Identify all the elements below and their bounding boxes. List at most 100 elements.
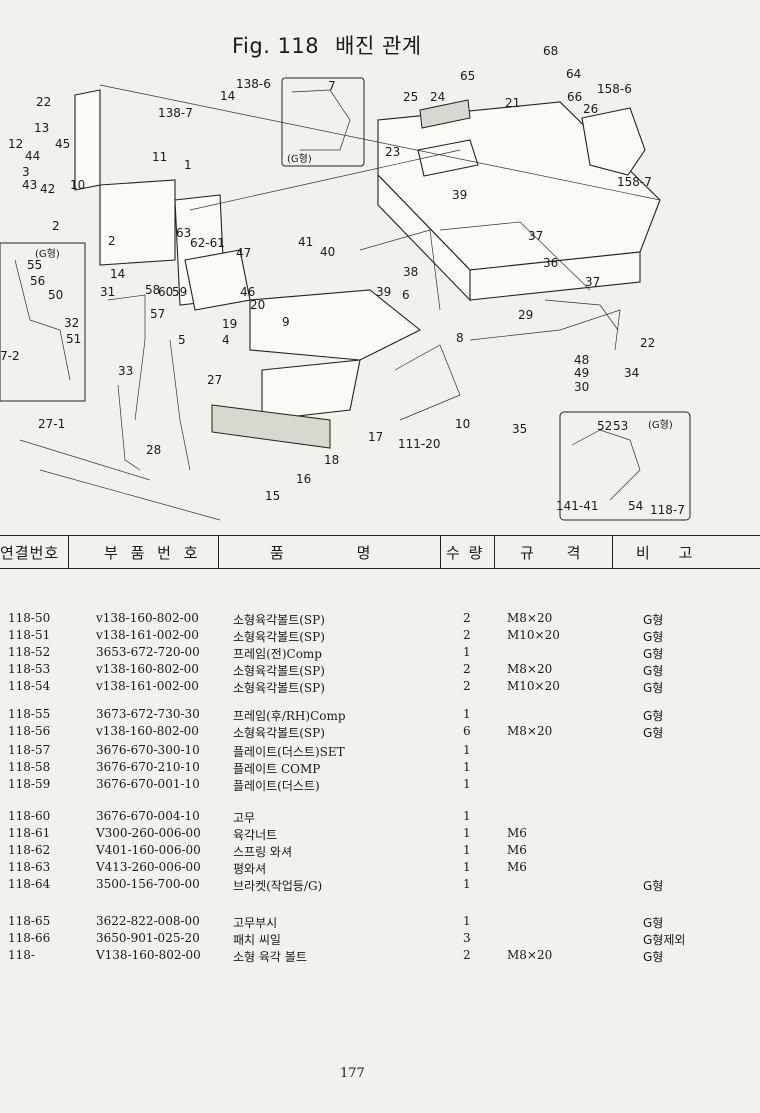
- cell-qty: 2: [463, 611, 471, 625]
- cell-qty: 1: [463, 877, 471, 891]
- diagram-svg: (G형) (G형) (G형) 138-6 7 14 138-7 22 13 12…: [0, 44, 691, 521]
- cell-part-name: 플레이트 COMP: [233, 762, 321, 776]
- cell-ref-no: 118-50: [8, 611, 51, 625]
- cell-ref-no: 118-61: [8, 826, 51, 840]
- cell-qty: 3: [463, 931, 471, 945]
- callout: 23: [385, 145, 400, 159]
- callout: 54: [628, 499, 643, 513]
- exploded-parts-diagram: (G형) (G형) (G형) 138-6 7 14 138-7 22 13 12…: [0, 0, 760, 530]
- column-divider: [218, 536, 219, 568]
- table-row: 118-64 3500-156-700-00 브라켓(작업등/G) 1 G형: [0, 877, 760, 894]
- column-divider: [440, 536, 441, 568]
- cell-qty: 1: [463, 777, 471, 791]
- cell-qty: 2: [463, 628, 471, 642]
- callout: 26: [583, 102, 598, 116]
- cell-spec: M8×20: [507, 724, 553, 738]
- inset-top-g-type: (G형): [281, 77, 365, 167]
- callout: 62-61: [190, 236, 225, 250]
- callout: 158-6: [597, 82, 632, 96]
- callout: 38: [403, 265, 418, 279]
- cell-spec: M8×20: [507, 611, 553, 625]
- callout: 58: [145, 283, 160, 297]
- cell-part-no: 3676-670-001-10: [96, 777, 200, 791]
- cell-remarks: G형: [643, 630, 664, 644]
- cell-spec: M10×20: [507, 679, 560, 693]
- cell-part-no: v138-160-802-00: [96, 662, 199, 676]
- table-row: 118-59 3676-670-001-10 플레이트(더스트) 1: [0, 777, 760, 794]
- table-row: 118-54 v138-161-002-00 소형육각볼트(SP) 2 M10×…: [0, 679, 760, 696]
- cell-part-no: V401-160-006-00: [96, 843, 201, 857]
- table-row: 118-50 v138-160-802-00 소형육각볼트(SP) 2 M8×2…: [0, 611, 760, 628]
- column-divider: [68, 536, 69, 568]
- callout: 8: [456, 331, 464, 345]
- cell-ref-no: 118-: [8, 948, 35, 962]
- cell-ref-no: 118-63: [8, 860, 51, 874]
- cell-ref-no: 118-53: [8, 662, 51, 676]
- callout: 29: [518, 308, 533, 322]
- cell-qty: 1: [463, 760, 471, 774]
- table-header: 연결번호 부 품 번 호 품 명 수 량 규 격 비 고: [0, 535, 760, 569]
- table-row: 118-62 V401-160-006-00 스프링 와셔 1 M6: [0, 843, 760, 860]
- callout: 32: [64, 316, 79, 330]
- callout: 118-7: [650, 503, 685, 517]
- callout: 12: [8, 137, 23, 151]
- callout: 15: [265, 489, 280, 503]
- callout: 34: [624, 366, 639, 380]
- callout: 35: [512, 422, 527, 436]
- figure-number: Fig. 118: [232, 34, 320, 58]
- table-row: 118-52 3653-672-720-00 프레임(전)Comp 1 G형: [0, 645, 760, 662]
- table-row: 118-55 3673-672-730-30 프레임(후/RH)Comp 1 G…: [0, 707, 760, 724]
- header-qty: 수 량: [446, 544, 485, 562]
- callout: 66: [567, 90, 582, 104]
- cell-qty: 1: [463, 743, 471, 757]
- cell-part-name: 평와셔: [233, 862, 267, 876]
- cell-part-no: v138-161-002-00: [96, 628, 199, 642]
- callout: 22: [640, 336, 655, 350]
- callout: 51: [66, 332, 81, 346]
- table-row: 118- V138-160-802-00 소형 육각 볼트 2 M8×20 G형: [0, 948, 760, 965]
- cell-qty: 1: [463, 860, 471, 874]
- cell-qty: 1: [463, 707, 471, 721]
- cell-part-name: 소형 육각 볼트: [233, 950, 307, 964]
- cell-remarks: G형제외: [643, 933, 686, 947]
- callout: 59: [172, 285, 187, 299]
- callout: 21: [505, 96, 520, 110]
- part-callouts: 138-6 7 14 138-7 22 13 12 45 44 3 43 42 …: [0, 44, 685, 517]
- cell-part-no: V300-260-006-00: [96, 826, 201, 840]
- cell-spec: M6: [507, 860, 527, 874]
- column-divider: [494, 536, 495, 568]
- cell-qty: 1: [463, 809, 471, 823]
- callout: 42: [40, 182, 55, 196]
- callout: 14: [220, 89, 235, 103]
- header-remarks: 비 고: [636, 544, 697, 562]
- inset-label: (G형): [35, 248, 60, 260]
- callout: 7-2: [0, 349, 20, 363]
- header-part-no: 부 품 번 호: [104, 544, 202, 562]
- cell-spec: M8×20: [507, 948, 553, 962]
- callout: 50: [48, 288, 63, 302]
- callout: 37: [585, 275, 600, 289]
- callout: 28: [146, 443, 161, 457]
- callout: 138-7: [158, 106, 193, 120]
- cell-qty: 6: [463, 724, 471, 738]
- callout: 63: [176, 226, 191, 240]
- cell-qty: 1: [463, 914, 471, 928]
- callout: 53: [613, 419, 628, 433]
- callout: 49: [574, 366, 589, 380]
- main-frame-drawing: [19, 84, 661, 521]
- cell-remarks: G형: [643, 879, 664, 893]
- callout: 27: [207, 373, 222, 387]
- cell-part-name: 소형육각볼트(SP): [233, 630, 325, 644]
- cell-ref-no: 118-56: [8, 724, 51, 738]
- header-part-name: 품 명: [270, 544, 375, 562]
- table-row: 118-56 v138-160-802-00 소형육각볼트(SP) 6 M8×2…: [0, 724, 760, 741]
- callout: 46: [240, 285, 255, 299]
- callout: 47: [236, 246, 251, 260]
- cell-qty: 2: [463, 948, 471, 962]
- cell-part-name: 프레임(후/RH)Comp: [233, 709, 346, 723]
- cell-ref-no: 118-64: [8, 877, 51, 891]
- callout: 33: [118, 364, 133, 378]
- callout: 4: [222, 333, 230, 347]
- callout: 2: [108, 234, 116, 248]
